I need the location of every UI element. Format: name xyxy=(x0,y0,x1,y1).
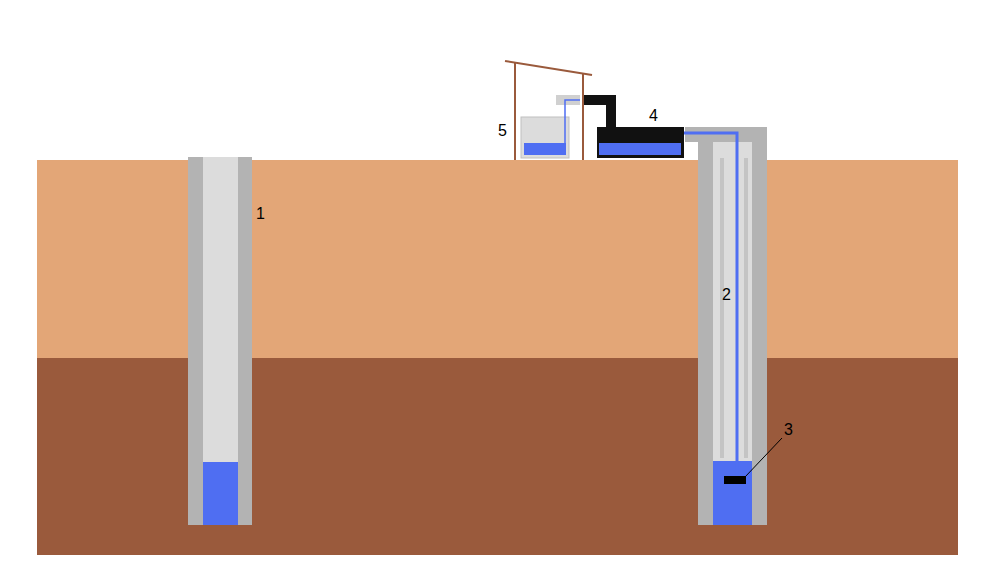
subsoil xyxy=(37,358,958,555)
callout-number: 1 xyxy=(256,206,265,222)
callout-number: 2 xyxy=(722,287,731,303)
callout-number: 3 xyxy=(784,422,793,438)
leader-line xyxy=(745,438,782,477)
topsoil xyxy=(37,160,958,358)
open-well xyxy=(188,157,252,525)
pumped-well xyxy=(682,127,782,525)
callout-number: 5 xyxy=(498,123,507,139)
pump xyxy=(724,476,746,484)
callout-number: 4 xyxy=(649,108,658,124)
shelter xyxy=(505,61,592,160)
storage-tank xyxy=(584,100,684,158)
